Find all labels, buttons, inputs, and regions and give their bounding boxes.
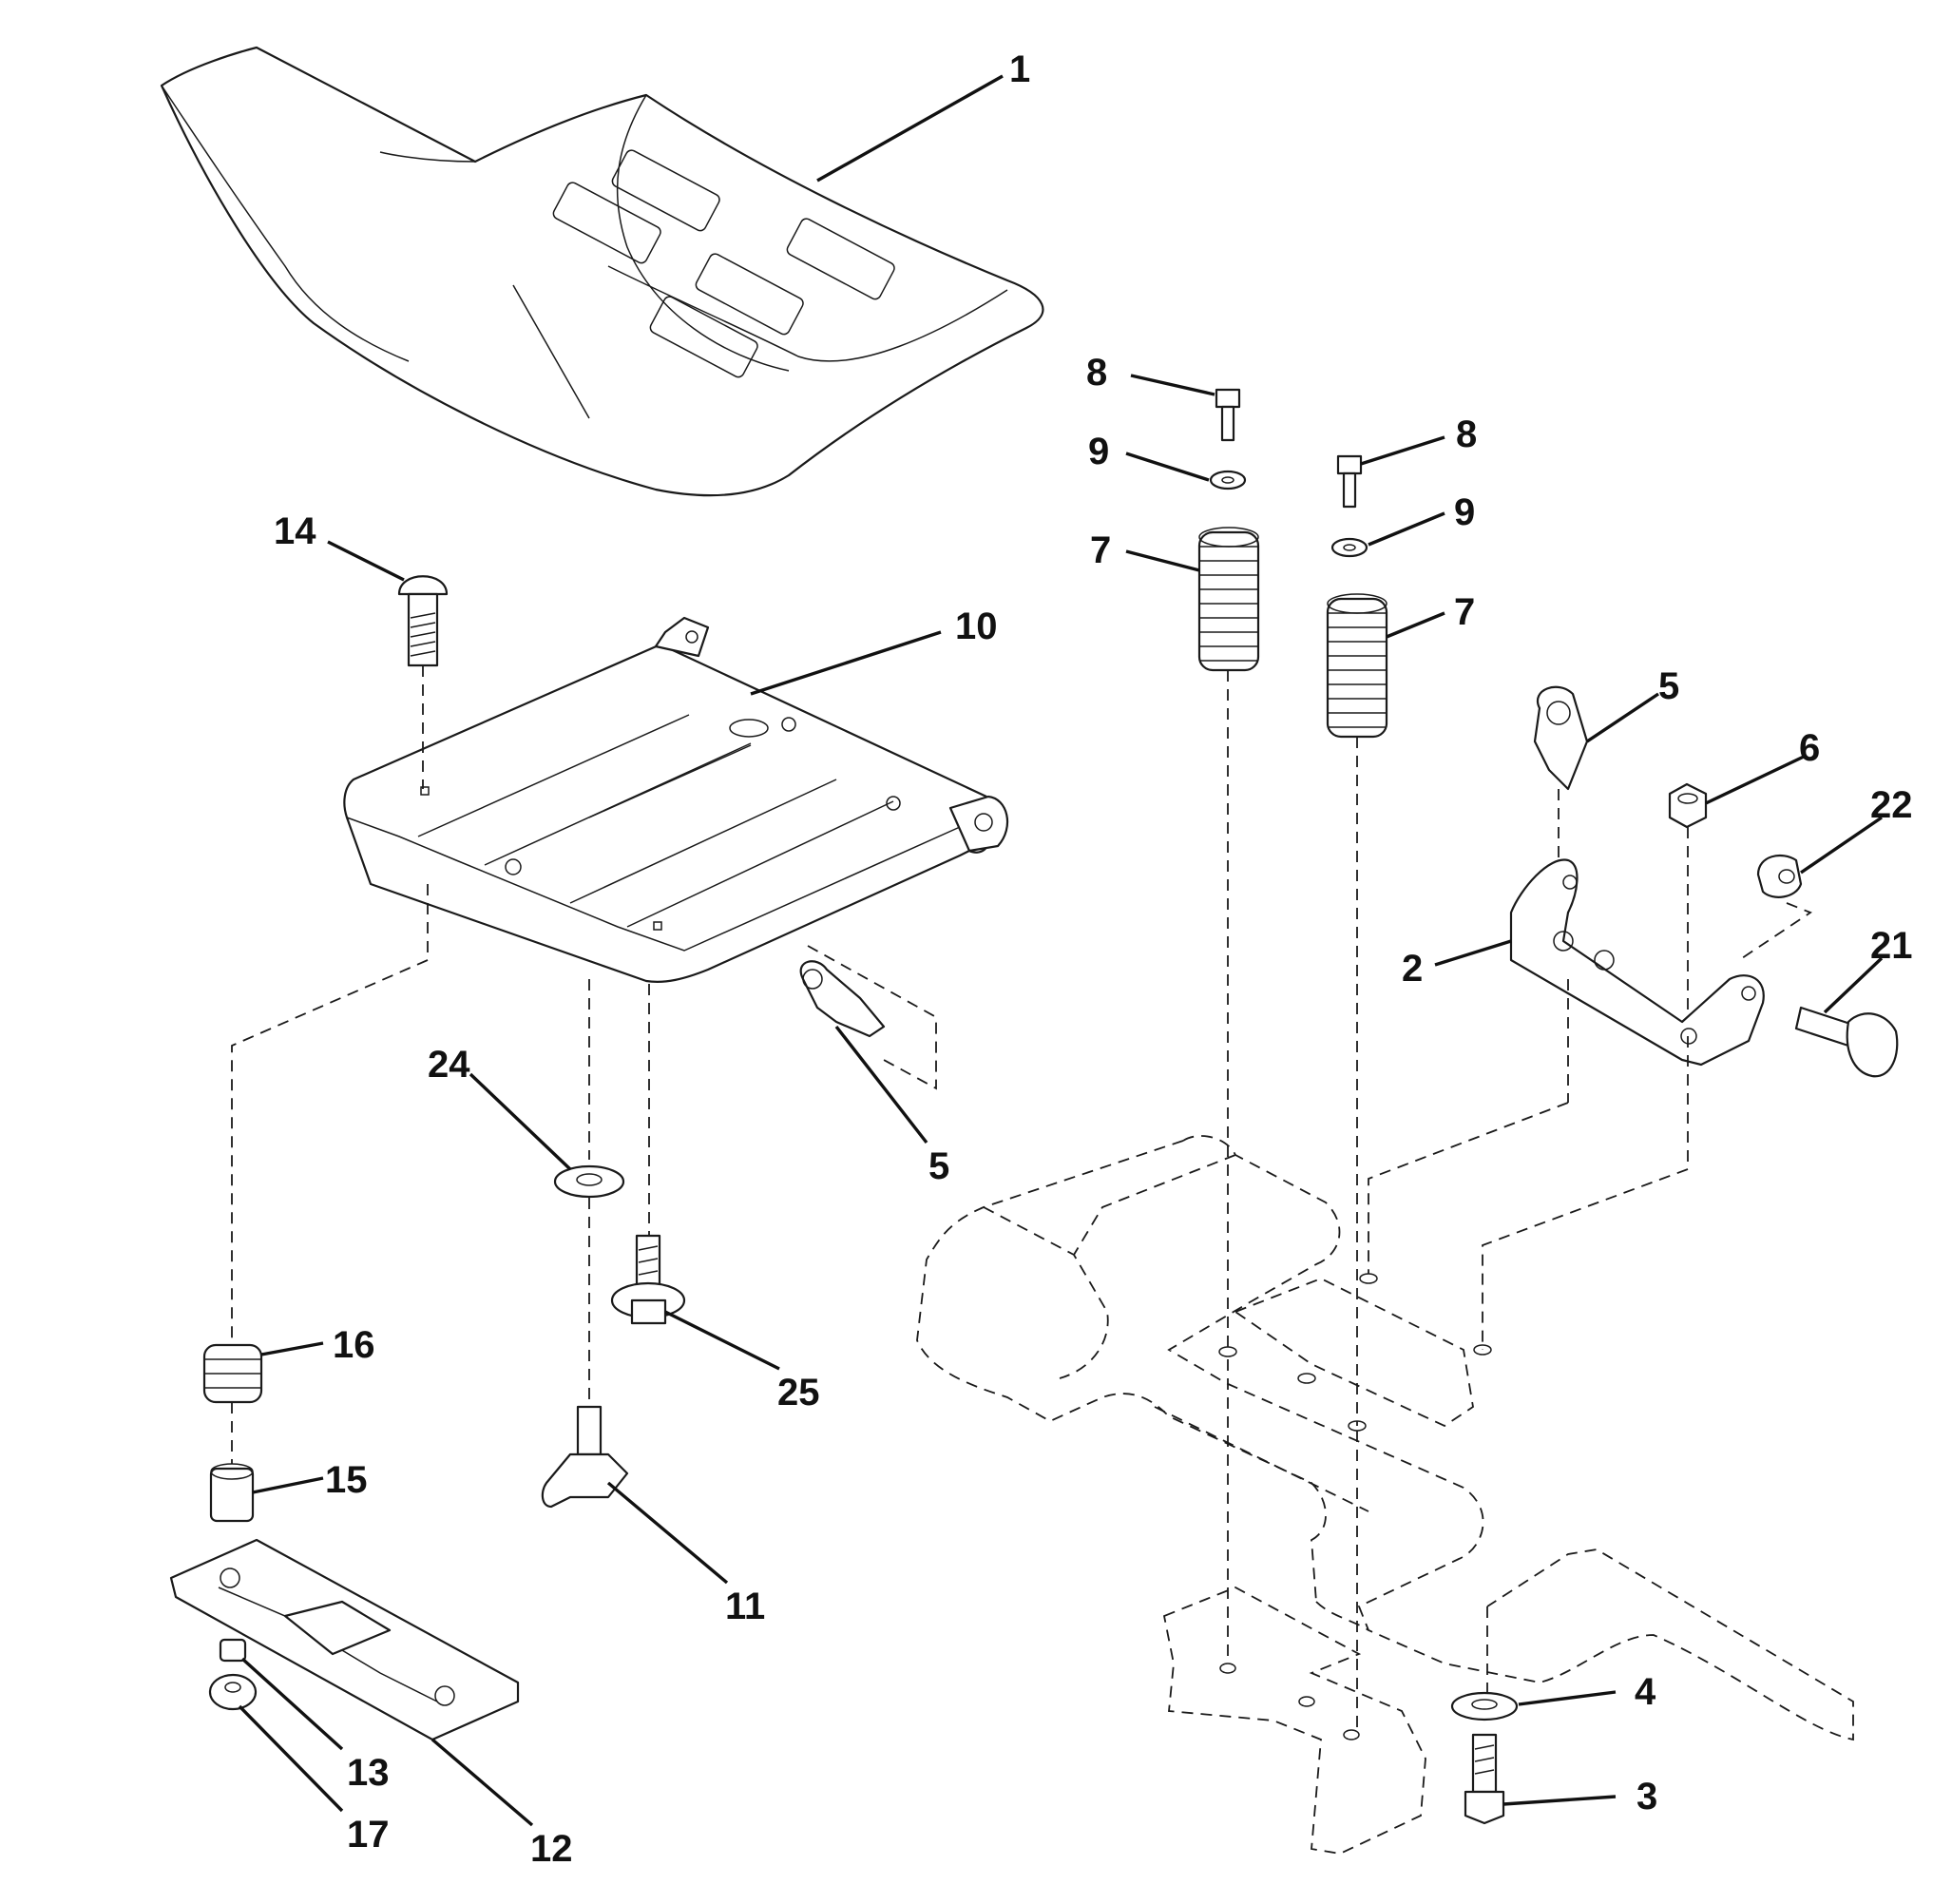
bolt-left-part [1215,388,1241,442]
bolt-21-part [1794,1006,1899,1078]
bolt-3-part [1464,1733,1505,1825]
nut-22-part [1738,854,1812,961]
seat-pan-part [343,616,1008,983]
callout-7: 7 [1454,591,1475,633]
spring-16-part [202,1343,263,1404]
callout-9: 9 [1088,431,1109,472]
clip-middle-part [799,945,937,1090]
carriage-bolt-part [397,575,449,789]
callout-17: 17 [347,1814,390,1856]
washer-left-part [1209,470,1247,490]
callout-5: 5 [928,1145,949,1187]
nut-17-part [208,1673,258,1711]
seat-part [160,46,1044,497]
callout-9: 9 [1454,491,1475,533]
callout-10: 10 [955,606,998,647]
callout-8: 8 [1456,413,1477,455]
callout-25: 25 [777,1372,820,1414]
washer-24-part [553,1164,625,1199]
bracket-part [1509,858,1765,1067]
callout-24: 24 [428,1044,470,1086]
leader-lines [238,74,1884,1827]
callout-14: 14 [274,510,316,552]
bolt-25-part [610,1234,686,1325]
knob-11-part [541,1405,629,1509]
callout-1: 1 [1009,48,1030,90]
clip-upper-part [1533,685,1589,941]
callout-2: 2 [1402,948,1423,990]
bolt-right-part [1336,454,1363,509]
washer-right-part [1330,537,1368,558]
spacer-15-part [209,1463,255,1523]
plate-12-part [169,1538,520,1741]
frame-outline [916,1135,1854,1855]
callout-22: 22 [1870,784,1913,826]
callout-15: 15 [325,1459,368,1501]
callout-11: 11 [725,1586,765,1627]
callout-3: 3 [1636,1776,1657,1817]
callout-12: 12 [530,1828,573,1870]
nut-13-part [219,1638,247,1663]
callout-16: 16 [333,1324,375,1366]
spring-left-part [1197,527,1260,672]
callout-5: 5 [1658,665,1679,707]
callout-6: 6 [1799,727,1820,769]
callout-7: 7 [1090,529,1111,571]
nut-6-part [1668,782,1708,1036]
spring-right-part [1326,593,1388,739]
callout-labels: 1 8 9 7 8 9 7 14 10 5 6 22 21 2 24 5 25 … [274,48,1913,1870]
callout-21: 21 [1870,925,1913,967]
callout-8: 8 [1086,352,1107,394]
washer-4-part [1450,1691,1519,1721]
callout-4: 4 [1635,1671,1656,1713]
callout-13: 13 [347,1752,390,1794]
